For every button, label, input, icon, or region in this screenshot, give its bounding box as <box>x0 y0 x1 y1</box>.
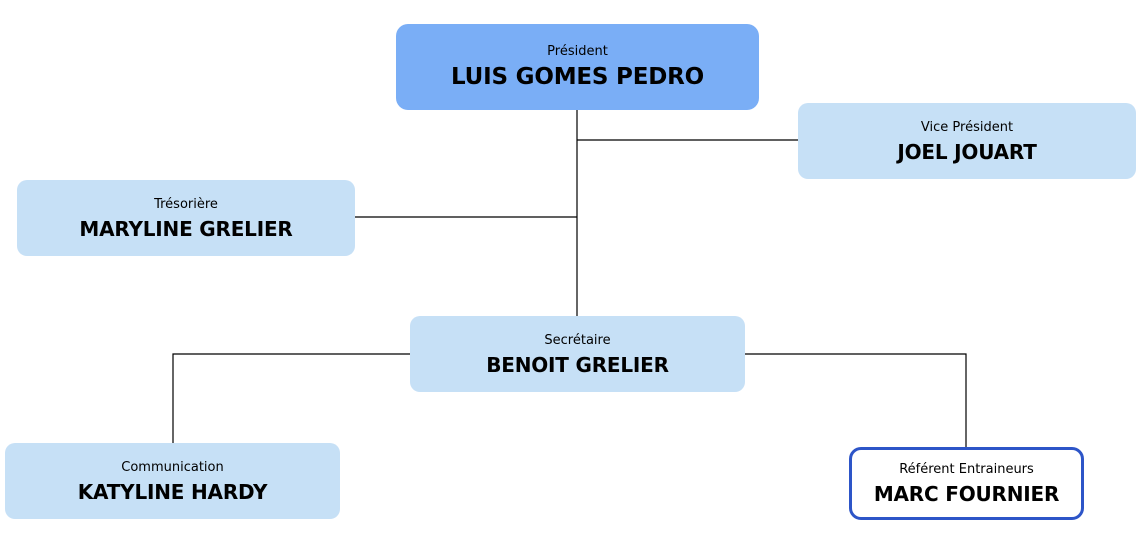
president-box: Président LUIS GOMES PEDRO <box>396 24 759 110</box>
secretary-role: Secrétaire <box>544 332 611 348</box>
vice-president-name: JOEL JOUART <box>897 139 1037 164</box>
coaches-referent-box: Référent Entraineurs MARC FOURNIER <box>849 447 1084 520</box>
connector-coaches-referent <box>745 353 967 447</box>
president-role: Président <box>547 44 608 59</box>
treasurer-name: MARYLINE GRELIER <box>79 216 293 241</box>
communication-role: Communication <box>121 459 224 475</box>
president-name: LUIS GOMES PEDRO <box>451 64 704 90</box>
secretary-box: Secrétaire BENOIT GRELIER <box>410 316 745 392</box>
treasurer-box: Trésorière MARYLINE GRELIER <box>17 180 355 256</box>
coaches-referent-name: MARC FOURNIER <box>873 482 1060 506</box>
communication-name: KATYLINE HARDY <box>77 479 268 504</box>
vice-president-role: Vice Président <box>920 119 1014 135</box>
communication-box: Communication KATYLINE HARDY <box>5 443 340 519</box>
treasurer-role: Trésorière <box>154 196 218 212</box>
vice-president-box: Vice Président JOEL JOUART <box>798 103 1136 179</box>
secretary-name: BENOIT GRELIER <box>486 352 669 377</box>
coaches-referent-role: Référent Entraineurs <box>899 462 1034 477</box>
connector-communication <box>172 353 410 443</box>
